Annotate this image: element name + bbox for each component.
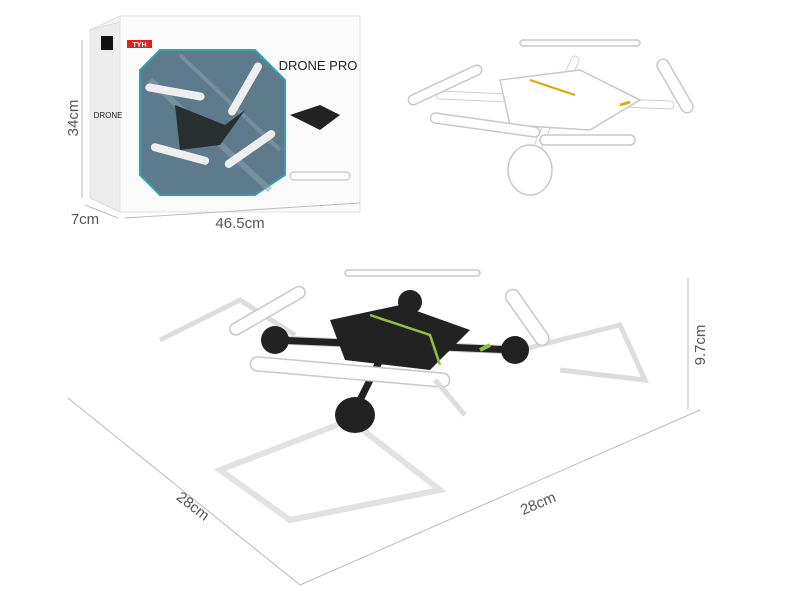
- brand-badge: [127, 40, 152, 48]
- white-drone: [407, 39, 694, 196]
- drone-depth-label: 28cm: [173, 488, 212, 524]
- box-title: DRONE PRO: [279, 58, 358, 73]
- drone-body: [330, 305, 470, 370]
- product-box: TYH DRONE DRONE PRO: [89, 15, 361, 213]
- brand-badge-text: TYH: [133, 42, 147, 49]
- box-corner-logo: [101, 36, 113, 50]
- box-depth-label: 7cm: [71, 211, 99, 228]
- box-width-label: 46.5cm: [215, 215, 264, 232]
- side-logo: DRONE: [94, 111, 123, 120]
- black-drone: [158, 269, 650, 524]
- box-height-label: 34cm: [65, 100, 82, 137]
- drone-height-label: 9.7cm: [692, 325, 709, 366]
- drone-width-label: 28cm: [518, 489, 558, 519]
